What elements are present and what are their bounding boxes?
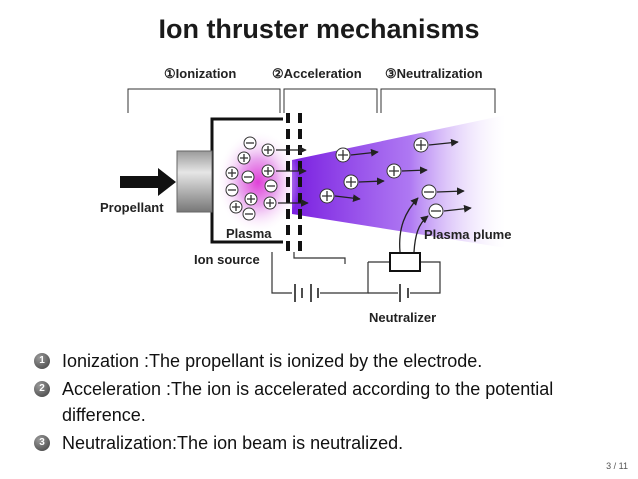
positive-ion-icon [229,200,243,214]
step-number-badge: 3 [34,435,50,451]
positive-ion-icon [335,147,351,163]
electron-icon [243,136,257,150]
page-number: 3 / 11 [606,461,628,471]
circuit-wires [271,252,441,294]
positive-ion-icon [225,166,239,180]
ion-thruster-diagram: ①Ionization ②Acceleration ③Neutralizatio… [100,66,511,325]
phase-label-neutralization: ③Neutralization [385,66,483,81]
step-number-badge: 2 [34,381,50,397]
accelerated-ions [276,137,472,219]
step-number-badge: 1 [34,353,50,369]
plasma-ions [225,136,278,221]
phase-brackets [127,88,496,113]
list-item: 1 Ionization :The propellant is ionized … [34,348,624,374]
battery-icon [294,284,319,302]
mechanism-steps-list: 1 Ionization :The propellant is ionized … [34,348,624,458]
neutralizer-battery-icon [399,284,409,302]
page-title: Ion thruster mechanisms [158,14,480,44]
electron-icon [225,183,239,197]
electron-icon [428,203,444,219]
positive-ion-icon [237,151,251,165]
label-plasma: Plasma [226,226,272,241]
step-text: Ionization :The propellant is ionized by… [62,351,483,371]
electron-icon [242,207,256,221]
list-item: 2 Acceleration :The ion is accelerated a… [34,376,624,428]
positive-ion-icon [386,163,402,179]
electron-emission-arrow [399,197,419,253]
neutralizer-box [389,252,421,272]
positive-ion-icon [343,174,359,190]
positive-ion-icon [319,188,335,204]
step-text: Acceleration :The ion is accelerated acc… [62,379,554,425]
plasma-plume [292,115,506,248]
electron-icon [241,170,255,184]
label-neutralizer: Neutralizer [369,310,436,325]
step-text: Neutralization:The ion beam is neutraliz… [62,433,404,453]
positive-ion-icon [413,137,429,153]
phase-label-ionization: ①Ionization [164,66,236,81]
positive-ion-icon [261,164,275,178]
phase-label-acceleration: ②Acceleration [272,66,362,81]
positive-ion-icon [244,192,258,206]
list-item: 3 Neutralization:The ion beam is neutral… [34,430,624,456]
label-plasma-plume: Plasma plume [424,227,511,242]
propellant-arrow [120,168,176,196]
electron-emission-arrow [413,215,429,253]
label-propellant: Propellant [100,200,164,215]
label-ion-source: Ion source [194,252,260,267]
electron-icon [421,184,437,200]
propellant-cylinder [176,150,213,213]
positive-ion-icon [261,143,275,157]
positive-ion-icon [263,196,277,210]
electron-icon [264,179,278,193]
